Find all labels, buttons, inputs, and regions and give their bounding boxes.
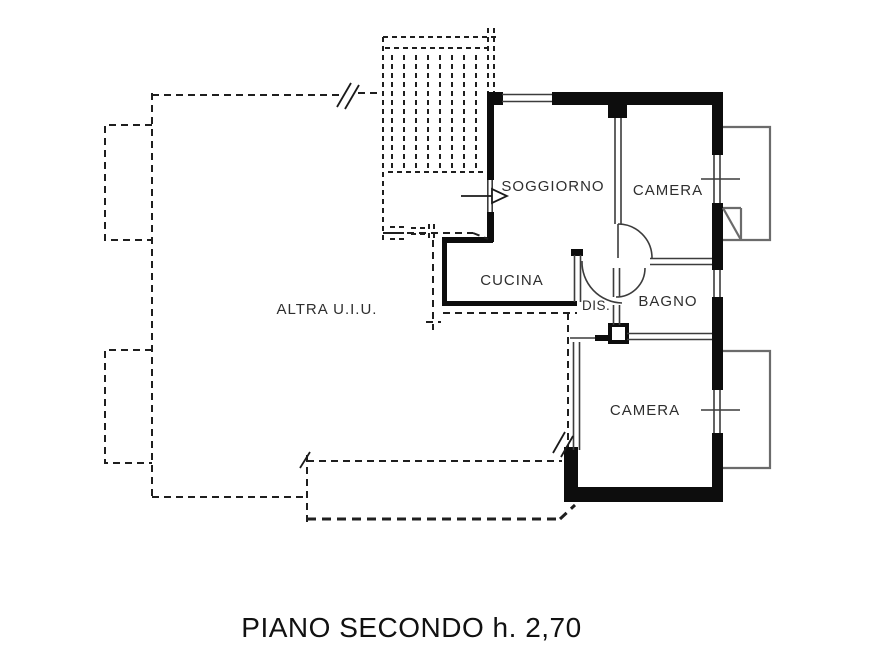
wall-pillar-tail bbox=[595, 335, 610, 341]
dash-terrace-heavy-end bbox=[558, 503, 577, 521]
thin-lines bbox=[486, 93, 740, 450]
wall-top-left-corner bbox=[487, 92, 503, 105]
doors bbox=[581, 223, 653, 304]
door-arc-dis bbox=[581, 260, 623, 304]
balcony-bottom-right bbox=[723, 349, 772, 470]
dash-balcony-left-top bbox=[104, 124, 152, 241]
label-bagno: BAGNO bbox=[638, 293, 697, 310]
wall-right-3 bbox=[712, 297, 723, 390]
label-camera-bottom: CAMERA bbox=[610, 402, 680, 419]
wall-soggiorno-left-upper bbox=[487, 105, 494, 180]
wall-cucina-left bbox=[442, 237, 447, 306]
label-cucina: CUCINA bbox=[480, 272, 544, 289]
wall-dis-cap bbox=[571, 249, 583, 256]
balcony-top-right bbox=[723, 125, 772, 242]
wall-soggiorno-left-lower bbox=[487, 212, 494, 242]
door-arc-camera-top bbox=[617, 223, 653, 259]
wall-top-stub bbox=[608, 105, 627, 118]
wall-right-1 bbox=[712, 92, 723, 155]
label-camera-top: CAMERA bbox=[633, 182, 703, 199]
balcony-door-diagonal bbox=[722, 207, 742, 241]
label-soggiorno: SOGGIORNO bbox=[501, 178, 604, 195]
walls bbox=[442, 92, 723, 502]
balconies bbox=[722, 125, 772, 470]
wall-cucina-top bbox=[442, 237, 493, 243]
terrace-edge bbox=[307, 503, 577, 521]
wall-bottom-left bbox=[564, 447, 578, 502]
wall-top bbox=[552, 92, 723, 105]
entrance-arrow-head bbox=[491, 187, 510, 205]
break-marks bbox=[299, 82, 574, 469]
label-altra-uiu: ALTRA U.I.U. bbox=[277, 301, 378, 318]
wall-right-4 bbox=[712, 433, 723, 502]
other-unit-outline bbox=[104, 92, 577, 523]
wall-bottom bbox=[564, 487, 723, 502]
break-mark-top bbox=[336, 82, 352, 108]
plan-caption: PIANO SECONDO h. 2,70 bbox=[241, 612, 582, 643]
pillar bbox=[608, 323, 629, 344]
wall-cucina-bottom bbox=[442, 301, 577, 306]
door-arc-bagno bbox=[615, 267, 646, 298]
break-mark-right bbox=[560, 435, 574, 458]
stairwell bbox=[382, 28, 497, 243]
label-dis: DIS. bbox=[582, 298, 610, 313]
break-mark-top bbox=[344, 84, 360, 110]
labels: SOGGIORNO CAMERA CUCINA DIS. BAGNO CAMER… bbox=[277, 178, 703, 419]
wall-right-2 bbox=[712, 203, 723, 270]
dash-landing-jog bbox=[472, 232, 489, 240]
break-mark-right bbox=[552, 431, 566, 454]
entrance-arrow bbox=[461, 187, 510, 205]
dash-balcony-left-bottom bbox=[104, 349, 152, 464]
break-mark-step bbox=[299, 451, 311, 469]
